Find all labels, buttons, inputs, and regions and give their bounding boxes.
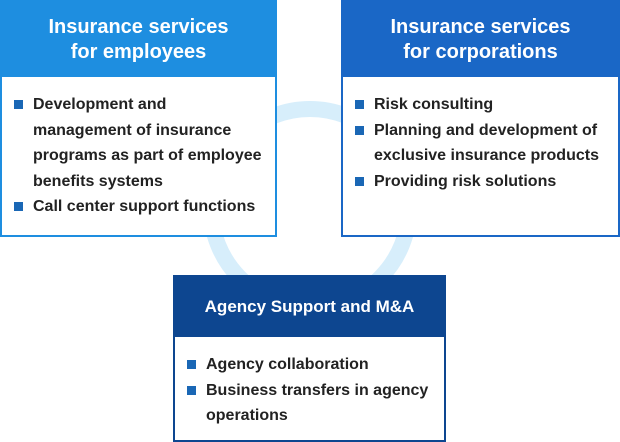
- list-item: Agency collaboration: [185, 352, 438, 378]
- employees-items-list: Development and management of insurance …: [2, 77, 275, 220]
- employees-box-header: Insurance services for employees: [2, 2, 275, 77]
- square-bullet-icon: [355, 100, 364, 109]
- agency-items-list: Agency collaboration Business transfers …: [175, 337, 444, 429]
- employees-title-line1: Insurance services: [48, 15, 229, 38]
- corporations-title-line2: for corporations: [403, 40, 558, 63]
- list-item-text: Risk consulting: [374, 96, 494, 113]
- square-bullet-icon: [187, 360, 196, 369]
- square-bullet-icon: [187, 385, 196, 395]
- list-item-text: Providing risk solutions: [374, 172, 557, 190]
- list-item: Planning and development of exclusive in…: [353, 118, 610, 169]
- corporations-services-box: Insurance services for corporations Risk…: [341, 0, 620, 237]
- list-item: Business transfers in agency operations: [185, 378, 438, 429]
- square-bullet-icon: [355, 176, 364, 186]
- corporations-title-line1: Insurance services: [390, 15, 571, 38]
- corporations-items-list: Risk consulting Planning and development…: [343, 77, 618, 194]
- list-item-text: Development and management of insurance …: [33, 96, 262, 190]
- list-item: Call center support functions: [12, 194, 267, 220]
- list-item-text: Agency collaboration: [206, 356, 369, 373]
- list-item-text: Call center support functions: [33, 198, 256, 215]
- employees-services-box: Insurance services for employees Develop…: [0, 0, 277, 237]
- corporations-box-header: Insurance services for corporations: [343, 2, 618, 77]
- square-bullet-icon: [355, 125, 364, 135]
- agency-title: Agency Support and M&A: [204, 297, 415, 316]
- list-item: Development and management of insurance …: [12, 92, 267, 194]
- list-item-text: Business transfers in agency operations: [206, 381, 429, 425]
- list-item: Risk consulting: [353, 92, 610, 118]
- agency-support-box: Agency Support and M&A Agency collaborat…: [173, 275, 446, 442]
- employees-title-line2: for employees: [70, 40, 207, 63]
- agency-box-header: Agency Support and M&A: [175, 277, 444, 337]
- list-item: Providing risk solutions: [353, 169, 610, 195]
- square-bullet-icon: [14, 100, 23, 109]
- square-bullet-icon: [14, 202, 23, 211]
- list-item-text: Planning and development of exclusive in…: [374, 121, 599, 165]
